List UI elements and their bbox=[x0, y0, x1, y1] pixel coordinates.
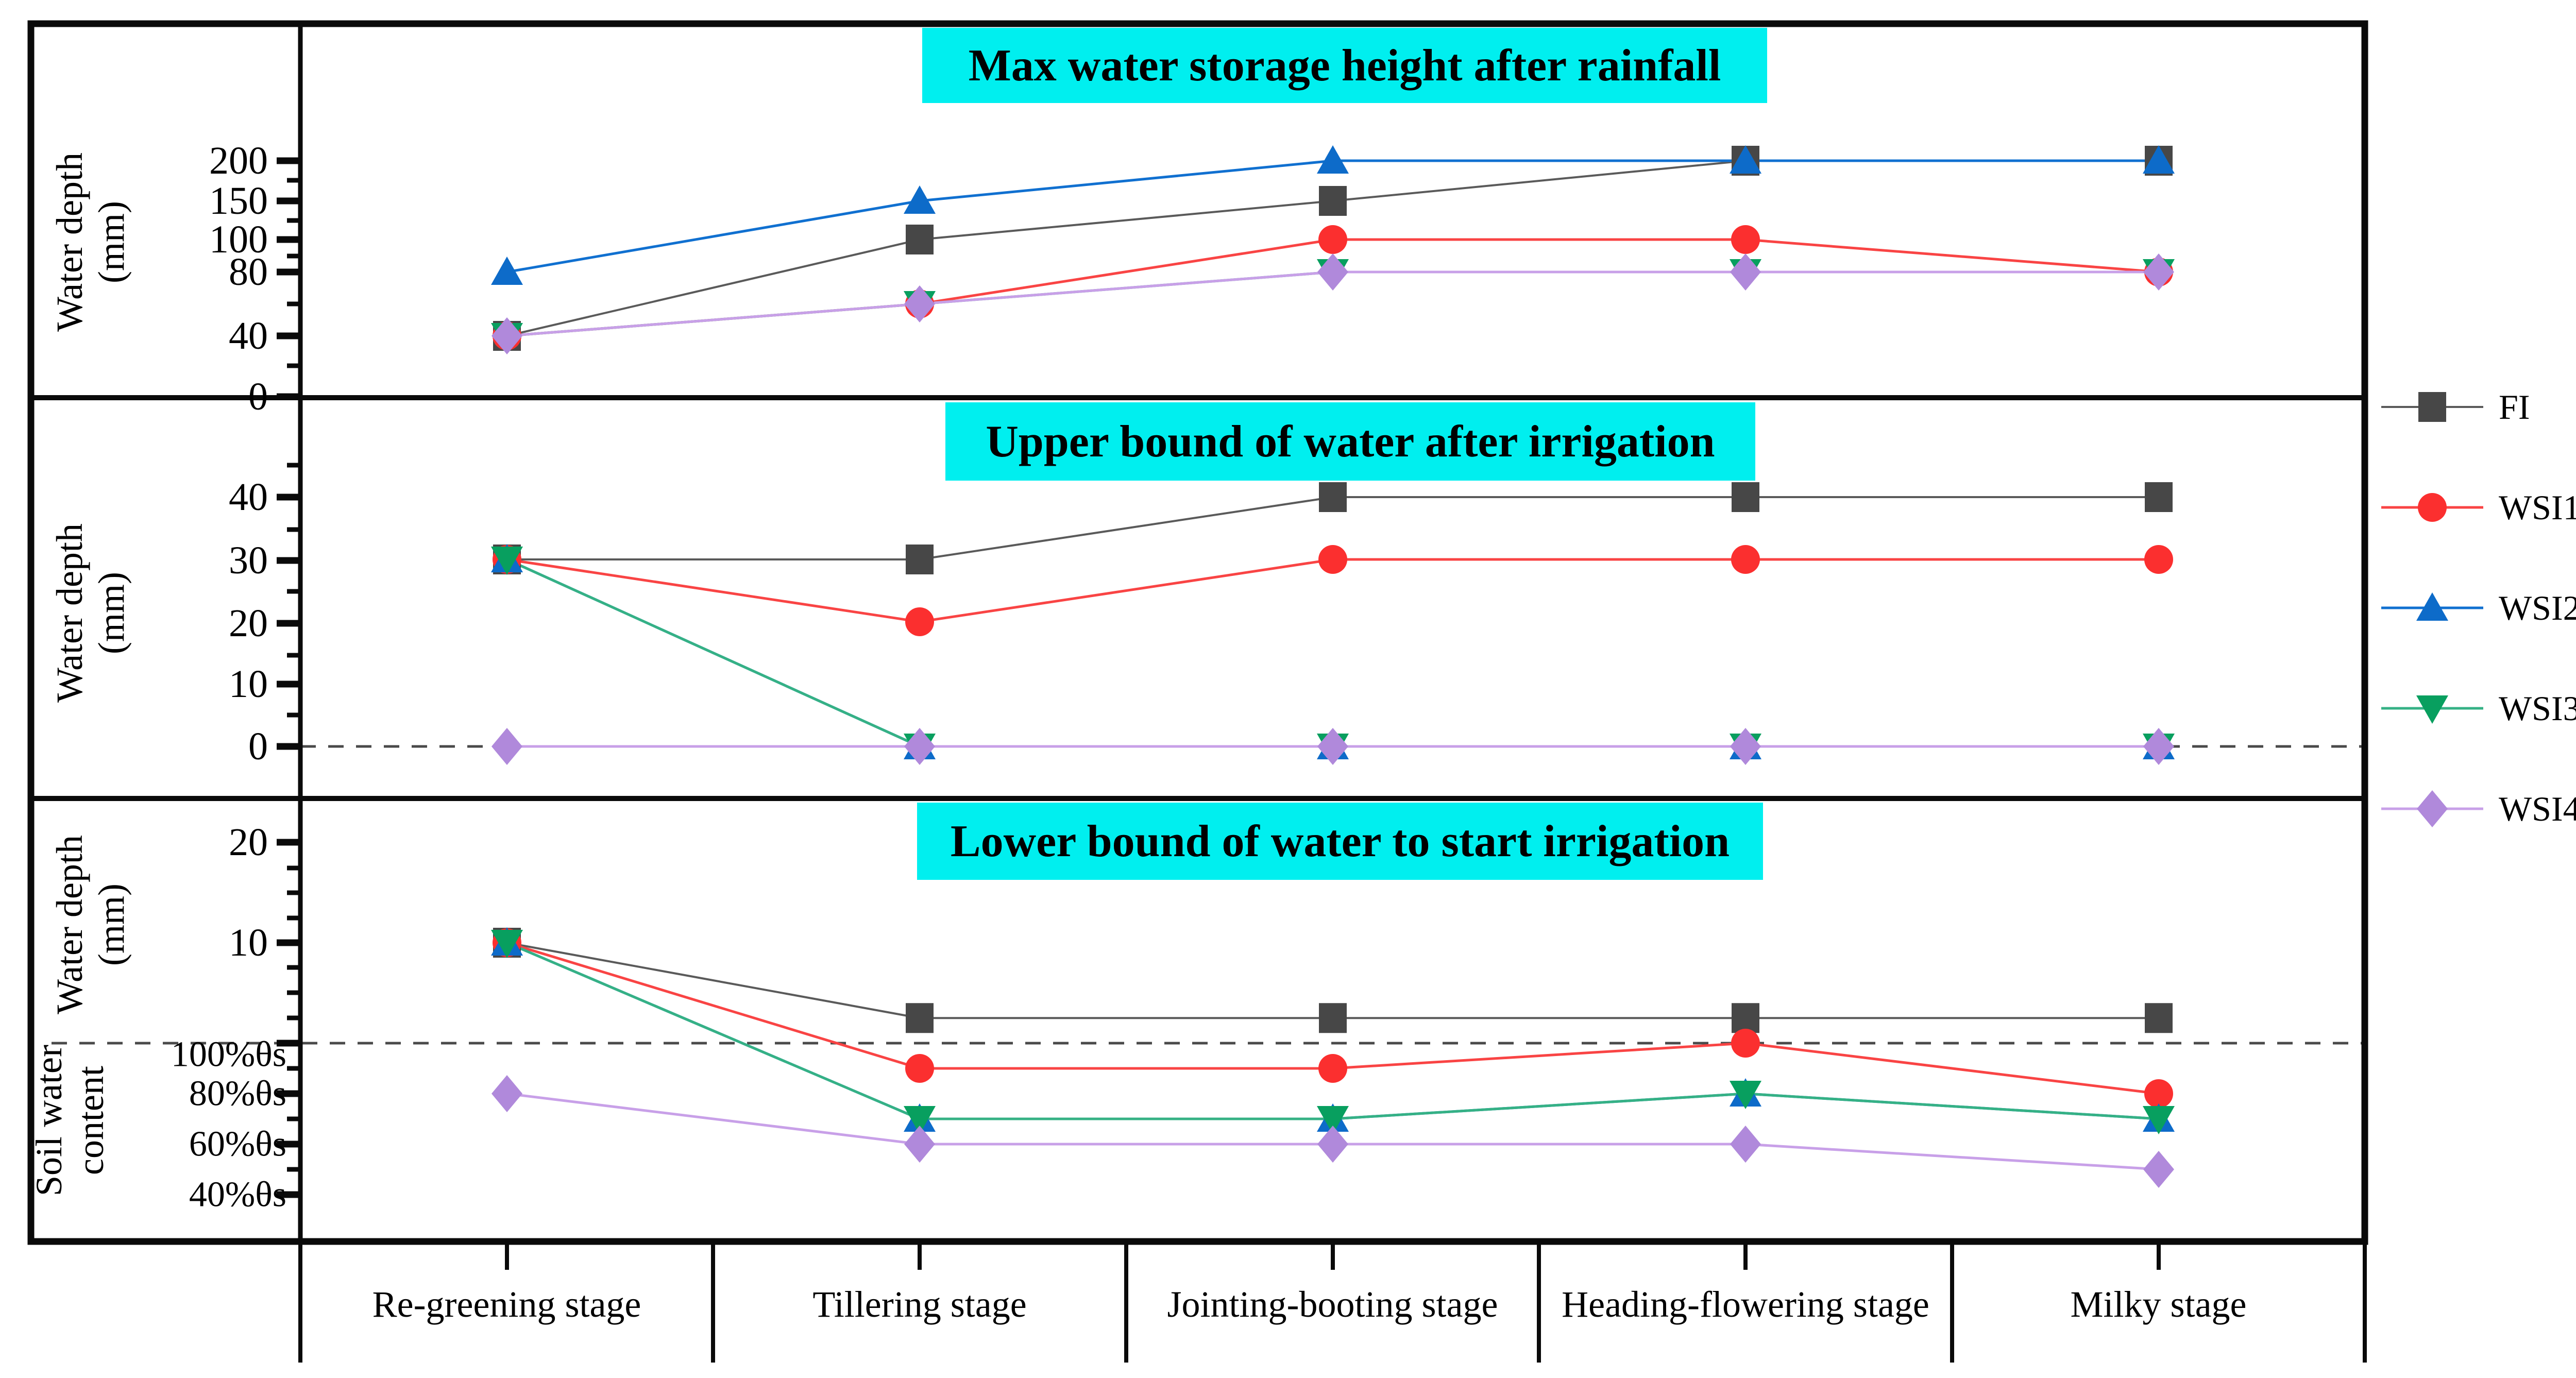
panel3-soil-tick-label: 100%θs bbox=[171, 1035, 286, 1075]
outer-frame bbox=[27, 20, 2368, 1245]
panel1-WSI4-marker-point3 bbox=[1317, 253, 1348, 291]
panel2-WSI4-marker-point4 bbox=[1730, 728, 1761, 765]
panel1-WSI1-marker-point4 bbox=[1731, 225, 1760, 254]
legend-label: WSI3 bbox=[2499, 688, 2576, 728]
panel1-tick-label: 0 bbox=[248, 375, 268, 418]
panel2-WSI1-marker-point2 bbox=[905, 607, 934, 636]
legend-label: WSI4 bbox=[2499, 789, 2576, 828]
panel2-tick-label: 30 bbox=[229, 539, 268, 582]
panel3-mm-tick-label: 10 bbox=[229, 921, 268, 964]
panel1-tick-label: 40 bbox=[229, 314, 268, 358]
panel1-WSI4-marker-point4 bbox=[1730, 253, 1761, 291]
panel3-FI-marker-point3 bbox=[1319, 1003, 1347, 1033]
legend-item-WSI1: WSI1 bbox=[2379, 483, 2576, 532]
panel3-soil-tick-label: 40%θs bbox=[189, 1175, 286, 1215]
legend-item-WSI2: WSI2 bbox=[2379, 583, 2576, 633]
panel3-WSI4-marker-point2 bbox=[904, 1126, 935, 1163]
panel2-y-axis-label: Water depth (mm) bbox=[49, 523, 132, 703]
panel1-WSI2-marker-point1 bbox=[491, 257, 523, 285]
legend-diamond-icon bbox=[2381, 790, 2483, 827]
panel1-WSI2-marker-point4 bbox=[1730, 145, 1761, 174]
panel1-FI-marker-point3 bbox=[1319, 186, 1347, 216]
panel1-tick-label: 200 bbox=[209, 139, 268, 182]
panel1-WSI4-marker-point5 bbox=[2143, 253, 2174, 291]
panel1-tick-label: 80 bbox=[229, 250, 268, 294]
panel3-WSI1-marker-point2 bbox=[905, 1054, 934, 1083]
stage-label-2: Tillering stage bbox=[812, 1283, 1027, 1325]
panel2-FI-marker-point3 bbox=[1319, 482, 1347, 512]
panel3-WSI4-marker-point3 bbox=[1317, 1126, 1348, 1163]
stage-label-4: Heading-flowering stage bbox=[1562, 1283, 1929, 1325]
panel2-WSI1-marker-point5 bbox=[2144, 545, 2173, 574]
stage-label-3: Jointing-booting stage bbox=[1167, 1283, 1498, 1325]
panel1-WSI2-marker-point5 bbox=[2143, 145, 2175, 174]
panel3-title: Lower bound of water to start irrigation bbox=[917, 803, 1763, 880]
panel1-WSI2-marker-point2 bbox=[904, 185, 936, 214]
panel3-WSI4-marker-point4 bbox=[1730, 1126, 1761, 1163]
panel2-WSI4-marker-point3 bbox=[1317, 728, 1348, 765]
panel1-title: Max water storage height after rainfall bbox=[922, 28, 1767, 103]
legend-square-icon bbox=[2381, 392, 2483, 422]
panel1-WSI1-marker-point3 bbox=[1318, 225, 1347, 254]
panel1-WSI4-marker-point1 bbox=[492, 317, 522, 354]
panel2-FI-marker-point2 bbox=[906, 545, 934, 574]
legend-WSI2-marker bbox=[2416, 592, 2448, 621]
stage-label-1: Re-greening stage bbox=[372, 1283, 641, 1325]
legend-WSI1-marker bbox=[2418, 493, 2447, 522]
panel3-WSI3-marker-point2 bbox=[904, 1106, 936, 1134]
panel2-title: Upper bound of water after irrigation bbox=[945, 402, 1755, 481]
stage-label-5: Milky stage bbox=[2070, 1283, 2247, 1325]
legend-label: WSI2 bbox=[2499, 588, 2576, 627]
panel1-y-axis-label: Water depth (mm) bbox=[49, 152, 132, 332]
panel3-WSI3-marker-point4 bbox=[1730, 1081, 1761, 1109]
legend-triangle-up-icon bbox=[2381, 592, 2483, 621]
legend-label: FI bbox=[2499, 387, 2530, 427]
panel3-FI-marker-point2 bbox=[906, 1003, 934, 1033]
legend-label: WSI1 bbox=[2499, 487, 2576, 527]
panel3-WSI4-marker-point1 bbox=[492, 1075, 522, 1112]
panel2-tick-label: 20 bbox=[229, 602, 268, 645]
panel3-FI-marker-point4 bbox=[1732, 1003, 1759, 1033]
panel3-mm-tick-label: 20 bbox=[229, 821, 268, 864]
panel2-WSI4-marker-point2 bbox=[904, 728, 935, 765]
panel1-WSI2-marker-point3 bbox=[1317, 145, 1349, 174]
panel2-FI-marker-point4 bbox=[1732, 482, 1759, 512]
legend-item-WSI4: WSI4 bbox=[2379, 784, 2576, 833]
panel3-soil-tick-label: 60%θs bbox=[189, 1125, 286, 1164]
legend-item-FI: FI bbox=[2379, 382, 2530, 432]
legend-triangle-down-icon bbox=[2381, 695, 2483, 724]
panel2-tick-label: 0 bbox=[248, 725, 268, 768]
panel3-WSI3-marker-point5 bbox=[2143, 1106, 2175, 1134]
panel3-soil-tick-label: 80%θs bbox=[189, 1074, 286, 1114]
panel2-tick-label: 40 bbox=[229, 475, 268, 519]
legend-FI-marker bbox=[2418, 392, 2446, 422]
panel3-WSI3-marker-point3 bbox=[1317, 1106, 1349, 1134]
panel3-WSI1-marker-point5 bbox=[2144, 1079, 2173, 1108]
legend-circle-icon bbox=[2381, 493, 2483, 522]
legend-item-WSI3: WSI3 bbox=[2379, 684, 2576, 733]
panel2-tick-label: 10 bbox=[229, 662, 268, 706]
panel3-WSI4-marker-point5 bbox=[2143, 1151, 2174, 1188]
legend-WSI3-marker bbox=[2416, 695, 2448, 724]
panel2-WSI1-marker-point4 bbox=[1731, 545, 1760, 574]
panel2-FI-marker-point5 bbox=[2145, 482, 2173, 512]
panel2-WSI3-marker-point1 bbox=[491, 547, 523, 575]
panel1-tick-label: 150 bbox=[209, 179, 268, 223]
panel3-WSI3-marker-point1 bbox=[491, 930, 523, 958]
panel1-tick-label: 100 bbox=[209, 218, 268, 261]
panel2-WSI1-marker-point3 bbox=[1318, 545, 1347, 574]
legend-WSI4-marker bbox=[2417, 790, 2448, 827]
panel1-WSI4-marker-point2 bbox=[904, 285, 935, 322]
panel1-FI-marker-point2 bbox=[906, 225, 934, 254]
panel3-soil-water-axis-label: Soil water content bbox=[28, 1045, 111, 1196]
panel3-WSI1-marker-point3 bbox=[1318, 1054, 1347, 1083]
panel2-WSI4-marker-point5 bbox=[2143, 728, 2174, 765]
panel2-WSI4-marker-point1 bbox=[492, 728, 522, 765]
panel3-FI-marker-point5 bbox=[2145, 1003, 2173, 1033]
panel3-WSI1-marker-point4 bbox=[1731, 1029, 1760, 1058]
